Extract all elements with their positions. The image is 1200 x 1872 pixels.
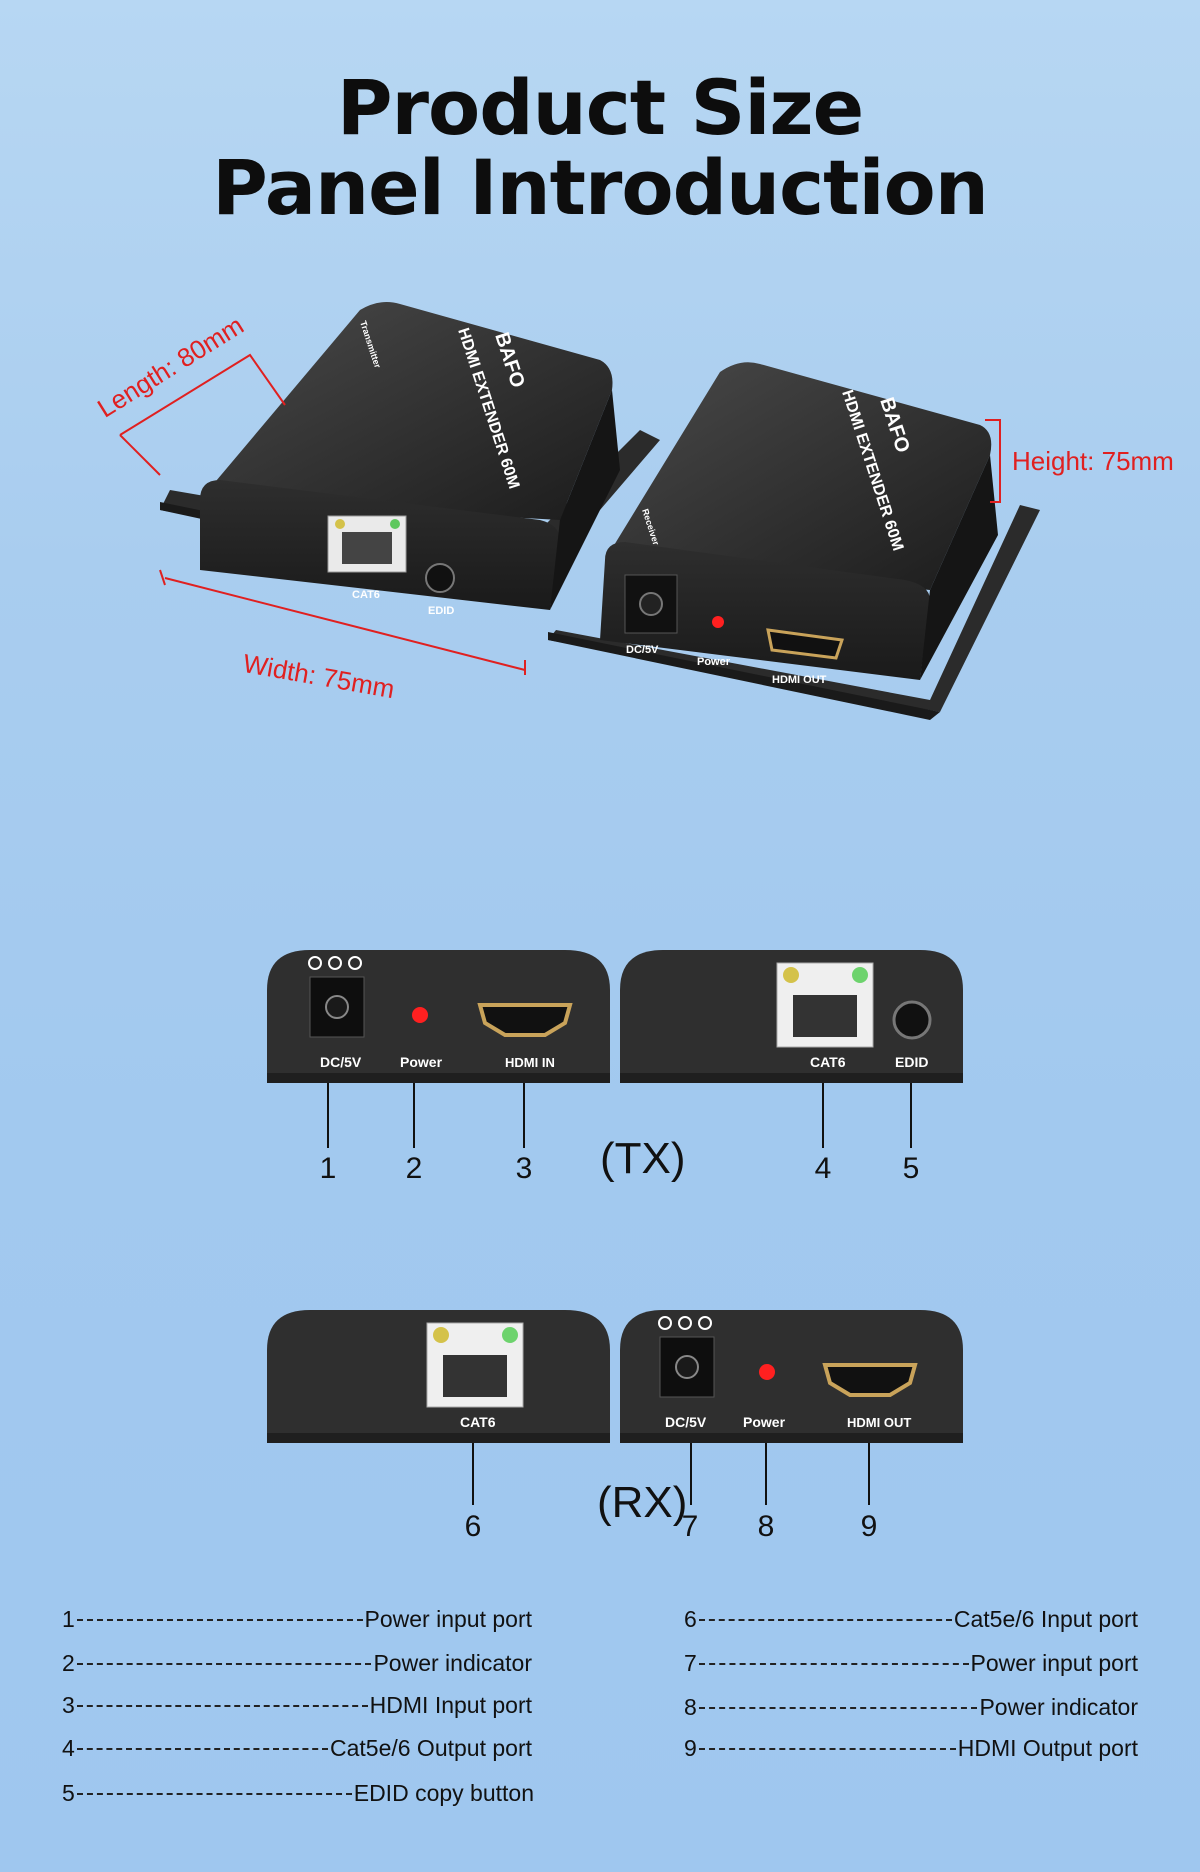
tx-number-5: 5 <box>902 1152 920 1185</box>
legend-item: 5 EDID copy button <box>62 1778 534 1808</box>
tx-3d-edid-label: EDID <box>428 605 454 617</box>
legend-label: Cat5e/6 Input port <box>953 1605 1138 1632</box>
rx-3d-power-label: Power <box>697 656 731 668</box>
rx-number-8: 8 <box>757 1510 775 1543</box>
legend-label: HDMI Output port <box>957 1734 1138 1761</box>
legend-label: Power input port <box>364 1605 532 1632</box>
tx-number-1: 1 <box>319 1152 337 1185</box>
rx-panel-hdmi-label: HDMI OUT <box>847 1415 911 1430</box>
rx-power-led <box>759 1364 775 1380</box>
rx-hdmi-port <box>822 1363 918 1397</box>
rx-3d-dc-label: DC/5V <box>626 644 659 656</box>
rx-3d-hdmi-label: HDMI OUT <box>772 674 827 686</box>
page-title-line1: Product Size <box>336 63 864 152</box>
legend-item: 6 Cat5e/6 Input port <box>684 1604 1138 1634</box>
tx-number-4: 4 <box>814 1152 832 1185</box>
transmitter-device: CAT6 EDID BAFO HDMI EXTENDER 60M Transmi… <box>160 302 660 617</box>
tx-power-led <box>412 1007 428 1023</box>
tx-number-2: 2 <box>405 1152 423 1185</box>
leader-6 <box>472 1443 474 1505</box>
legend-num: 9 <box>684 1734 697 1761</box>
tx-3d-cat6-label: CAT6 <box>352 589 380 601</box>
tx-panel-dc-label: DC/5V <box>320 1054 362 1070</box>
legend-item: 3 HDMI Input port <box>62 1690 532 1720</box>
legend-label: Power indicator <box>373 1649 532 1676</box>
legend-item: 2 Power indicator <box>62 1648 532 1678</box>
product-illustration: CAT6 EDID BAFO HDMI EXTENDER 60M Transmi… <box>119 302 1040 720</box>
leader-9 <box>868 1443 870 1505</box>
legend-item: 1 Power input port <box>62 1604 532 1634</box>
legend-num: 3 <box>62 1691 75 1718</box>
tx-panel-edid-label: EDID <box>895 1054 928 1070</box>
tx-rj45-port <box>776 962 874 1048</box>
legend-num: 4 <box>62 1734 75 1761</box>
leader-2 <box>413 1083 415 1148</box>
legend-num: 8 <box>684 1693 697 1720</box>
legend-label: Power indicator <box>979 1693 1138 1720</box>
legend-label: HDMI Input port <box>369 1691 532 1718</box>
receiver-device: DC/5V Power HDMI OUT BAFO HDMI EXTENDER … <box>548 362 1040 720</box>
page-title-line2: Panel Introduction <box>212 143 989 232</box>
leader-1 <box>327 1083 329 1148</box>
dimension-lines <box>119 353 1001 675</box>
tx-panel: DC/5V Power HDMI IN CAT6 EDID <box>267 950 963 1083</box>
rx-number-7: 7 <box>681 1510 699 1543</box>
rx-panel-cat6-label: CAT6 <box>460 1414 496 1430</box>
legend-item: 7 Power input port <box>684 1648 1138 1678</box>
legend-item: 4 Cat5e/6 Output port <box>62 1733 532 1763</box>
tx-panel-hdmi-label: HDMI IN <box>505 1055 555 1070</box>
leader-4 <box>822 1083 824 1148</box>
rx-number-6: 6 <box>464 1510 482 1543</box>
rx-panel-dc-label: DC/5V <box>665 1414 707 1430</box>
tx-tag: (TX) <box>600 1134 686 1183</box>
tx-dc-jack <box>308 956 365 1038</box>
leader-5 <box>910 1083 912 1148</box>
legend-item: 9 HDMI Output port <box>684 1733 1138 1763</box>
rx-panel-power-label: Power <box>743 1414 786 1430</box>
legend-num: 2 <box>62 1649 75 1676</box>
legend-num: 7 <box>684 1649 697 1676</box>
rx-dc-jack <box>658 1316 715 1398</box>
leader-8 <box>765 1443 767 1505</box>
rx-rj45-port <box>426 1322 524 1408</box>
leader-7 <box>690 1443 692 1505</box>
legend-num: 1 <box>62 1605 75 1632</box>
leader-3 <box>523 1083 525 1148</box>
rx-tag: (RX) <box>597 1478 688 1527</box>
legend-label: Cat5e/6 Output port <box>329 1734 532 1761</box>
tx-edid-button <box>892 1000 932 1040</box>
legend-label: Power input port <box>970 1649 1138 1676</box>
tx-hdmi-port <box>477 1003 573 1037</box>
rx-panel: CAT6 DC/5V Power HDMI OUT <box>267 1310 963 1443</box>
height-dimension: Height: 75mm <box>1012 446 1174 476</box>
legend-item: 8 Power indicator <box>684 1692 1138 1722</box>
tx-panel-cat6-label: CAT6 <box>810 1054 846 1070</box>
legend-num: 5 <box>62 1779 75 1806</box>
legend-label: EDID copy button <box>353 1779 534 1806</box>
rx-number-9: 9 <box>860 1510 878 1543</box>
tx-number-3: 3 <box>515 1152 533 1185</box>
legend-num: 6 <box>684 1605 697 1632</box>
tx-panel-power-label: Power <box>400 1054 443 1070</box>
